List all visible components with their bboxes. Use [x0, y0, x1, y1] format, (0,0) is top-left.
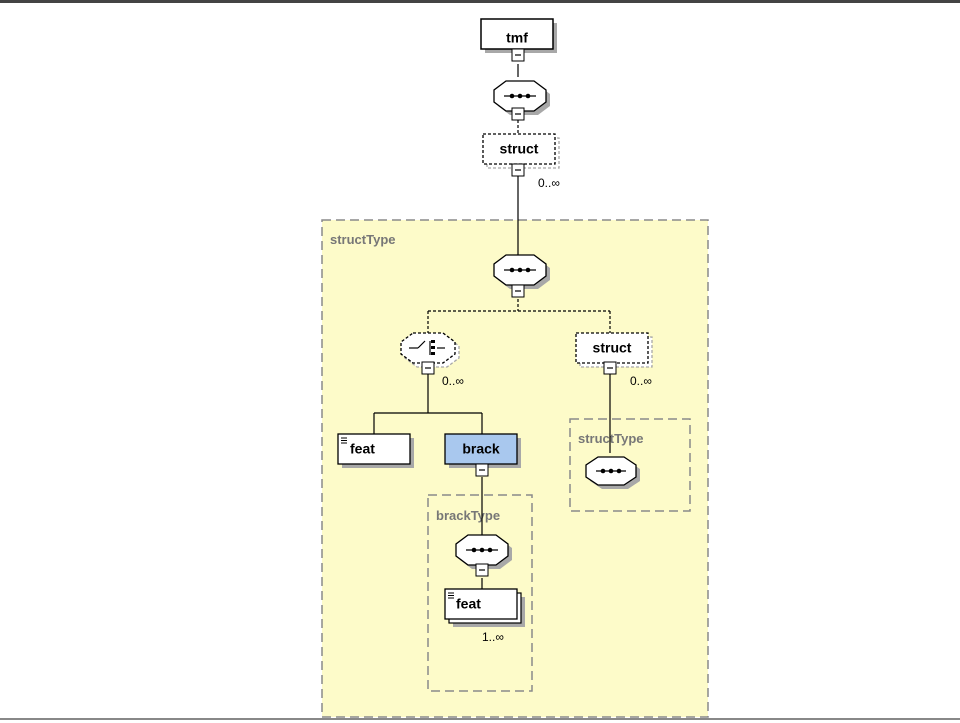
element-struct-right[interactable]: struct — [575, 332, 653, 368]
collapse-toggle-icon[interactable] — [511, 284, 525, 298]
sequence-compositor-icon[interactable] — [493, 80, 550, 115]
connectors — [373, 64, 611, 589]
struct-type-outer-label: structType — [330, 232, 396, 247]
collapse-toggle-icon[interactable] — [511, 163, 525, 177]
collapse-toggle-icon[interactable] — [603, 361, 617, 375]
sequence-compositor-icon[interactable] — [585, 456, 640, 489]
element-feat-bottom-label: feat — [456, 596, 481, 612]
element-feat-bottom[interactable]: feat — [444, 588, 525, 627]
element-struct-top-label: struct — [500, 141, 539, 157]
element-feat-left[interactable]: feat — [337, 433, 414, 468]
collapse-toggle-icon[interactable] — [475, 463, 489, 477]
attribute-marker-icon — [341, 437, 347, 444]
schema-diagram: structType brackType structType tmf — [321, 18, 709, 718]
struct-type-inner-box: structType — [569, 418, 691, 512]
element-tmf-label: tmf — [506, 30, 528, 46]
occurrence-feat-bottom: 1..∞ — [482, 630, 504, 644]
element-brack-label: brack — [462, 441, 500, 457]
occurrence-struct-top: 0..∞ — [538, 176, 560, 190]
collapse-toggle-icon[interactable] — [421, 361, 435, 375]
collapse-toggle-icon[interactable] — [511, 48, 525, 62]
element-brack[interactable]: brack — [444, 433, 521, 468]
element-tmf[interactable]: tmf — [480, 18, 557, 53]
choice-compositor-icon[interactable] — [400, 332, 460, 368]
occurrence-struct-right: 0..∞ — [630, 374, 652, 388]
sequence-compositor-icon[interactable] — [455, 534, 512, 569]
brack-type-label: brackType — [436, 508, 500, 523]
element-struct-top[interactable]: struct — [482, 133, 560, 169]
occurrence-choice: 0..∞ — [442, 374, 464, 388]
collapse-toggle-icon[interactable] — [511, 107, 525, 121]
struct-type-outer-box: structType — [321, 219, 709, 718]
element-feat-left-label: feat — [350, 441, 375, 457]
struct-type-inner-label: structType — [578, 431, 644, 446]
attribute-marker-icon — [448, 592, 454, 599]
sequence-compositor-icon[interactable] — [493, 254, 550, 289]
brack-type-box: brackType — [427, 494, 533, 692]
element-struct-right-label: struct — [593, 340, 632, 356]
collapse-toggle-icon[interactable] — [475, 563, 489, 577]
